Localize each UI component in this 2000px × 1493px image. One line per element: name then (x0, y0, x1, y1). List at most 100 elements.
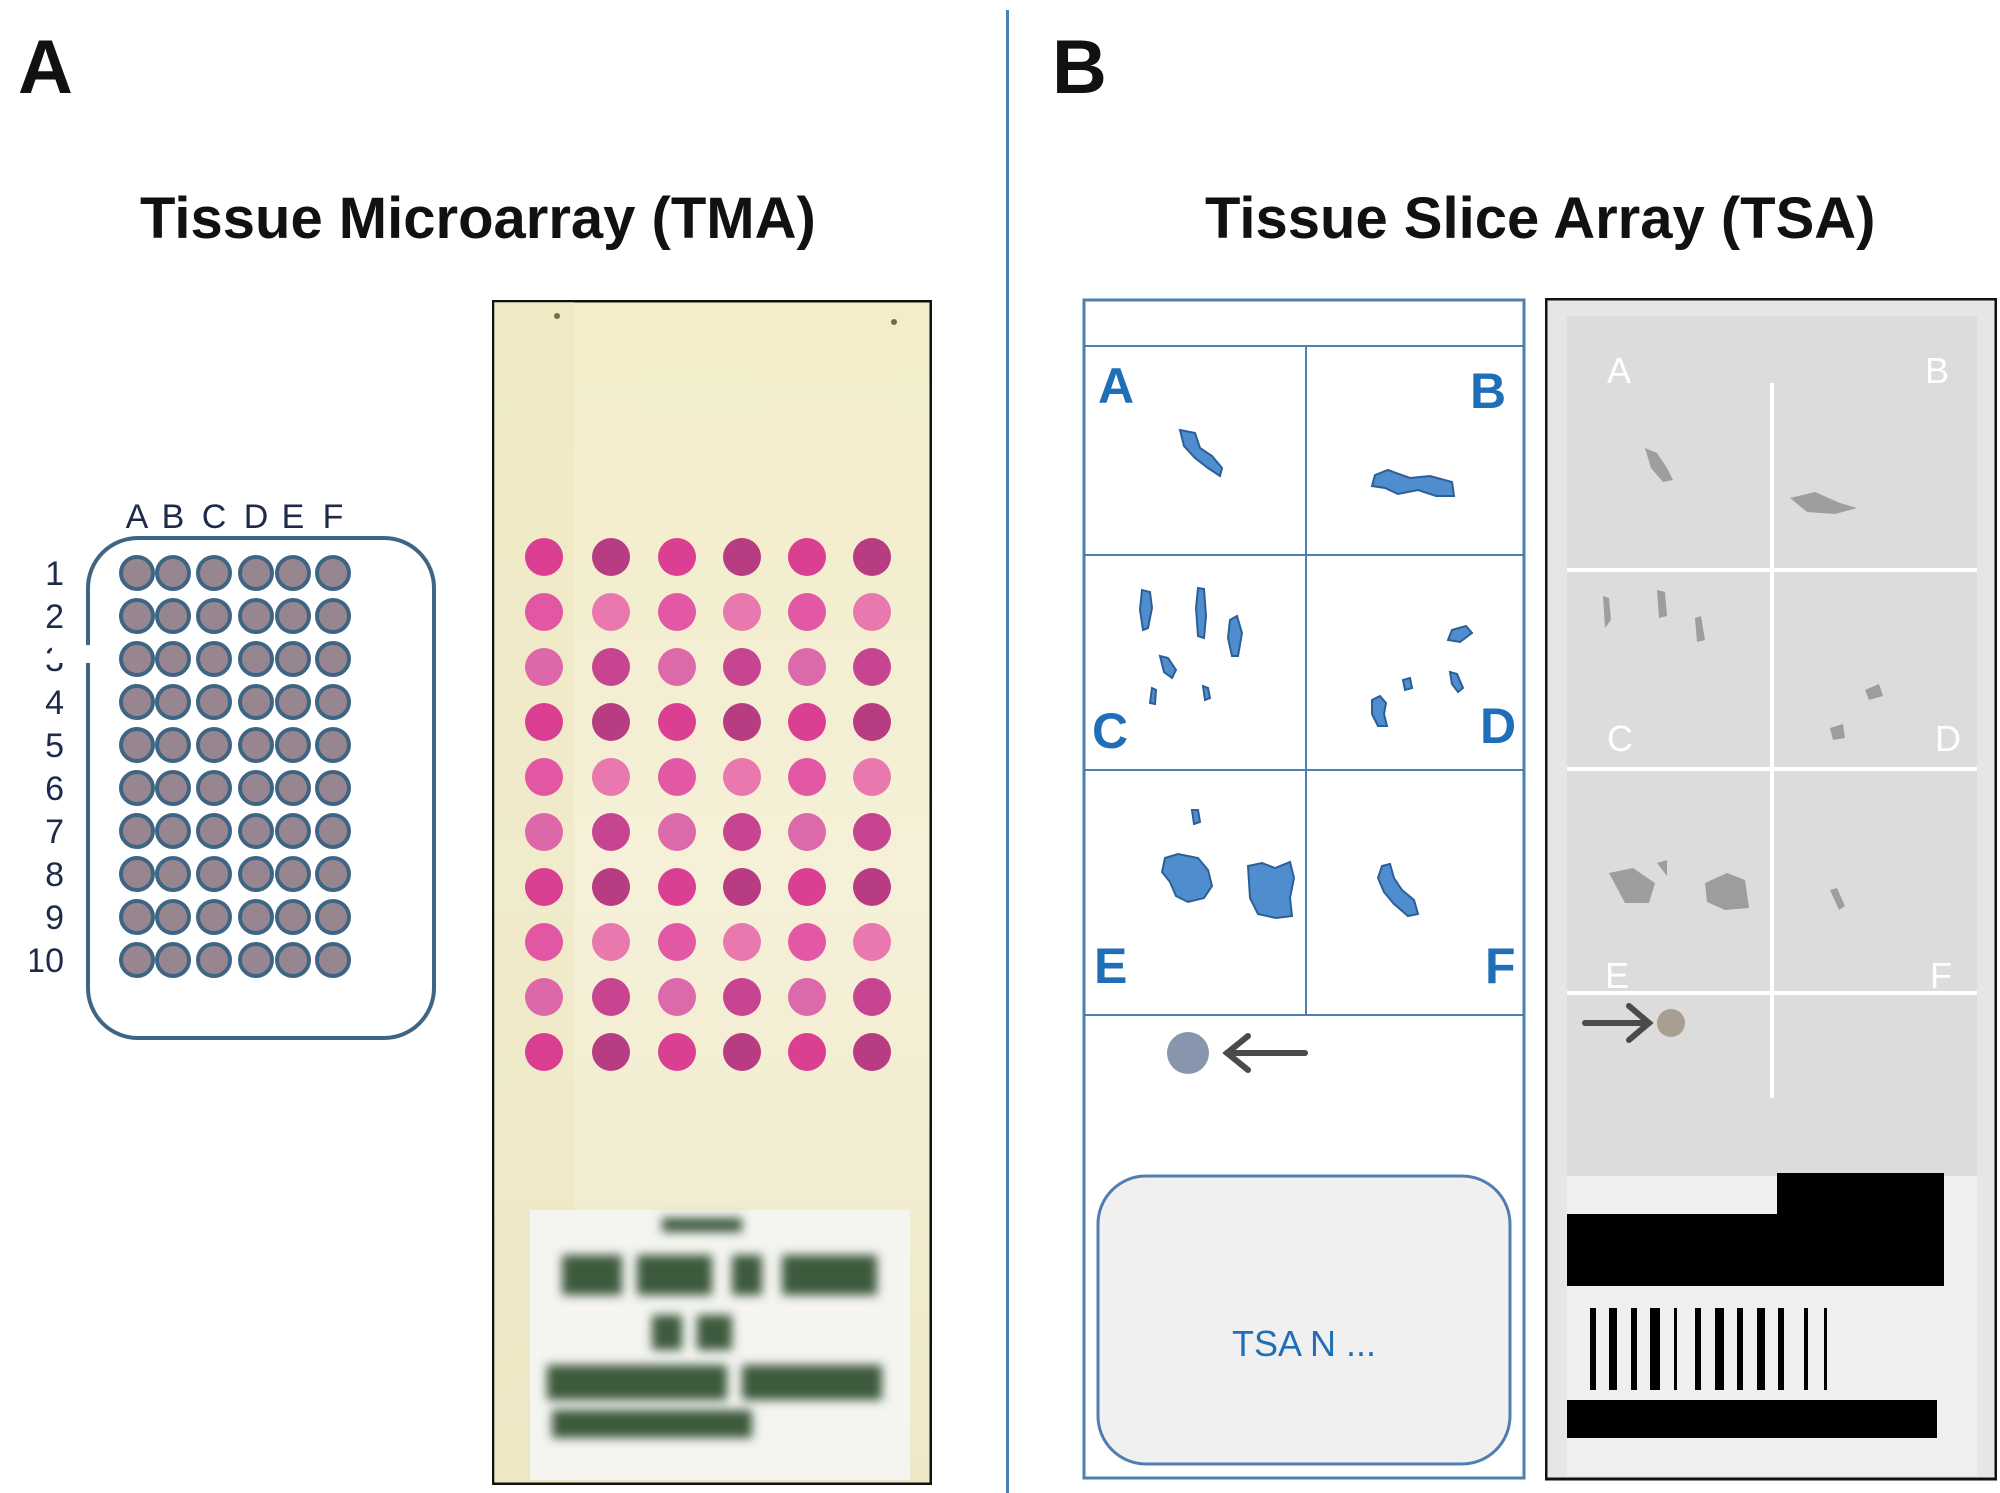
tma-core (196, 684, 232, 720)
tma-core (315, 856, 351, 892)
tma-grid-outline (86, 536, 436, 1040)
tma-photo-core (723, 813, 761, 851)
tma-row-label: 1 (45, 555, 64, 593)
tma-core (238, 727, 274, 763)
tma-core (238, 684, 274, 720)
tma-core (238, 641, 274, 677)
panel-divider (1006, 10, 1009, 1493)
tma-photo-core (723, 923, 761, 961)
tsa-region-label-e: E (1094, 938, 1127, 994)
tma-photo-core (788, 813, 826, 851)
tsa-orientation-dot (1167, 1032, 1209, 1074)
tsa-arrow-icon (1222, 1033, 1308, 1073)
tma-core (119, 727, 155, 763)
tsa-photo-label-d: D (1935, 718, 1961, 759)
tsa-label-area (1096, 1174, 1512, 1466)
panel-a-letter: A (18, 25, 73, 110)
tma-slide-photo (492, 300, 932, 1485)
tma-core (155, 641, 191, 677)
tma-core (275, 641, 311, 677)
tissue-slice-d3 (1448, 670, 1465, 694)
tma-photo-core (788, 1033, 826, 1071)
tma-photo-core (788, 978, 826, 1016)
tma-core (155, 856, 191, 892)
tma-photo-core (592, 758, 630, 796)
tissue-slice-a (1178, 428, 1224, 478)
tma-photo-core (525, 538, 563, 576)
tma-photo-core (592, 538, 630, 576)
tma-core (155, 684, 191, 720)
tma-core (275, 598, 311, 634)
tissue-slice-d1 (1446, 624, 1474, 644)
tma-photo-core (525, 648, 563, 686)
barcode-bar (1609, 1308, 1617, 1390)
tma-core (315, 813, 351, 849)
tma-photo-core (788, 648, 826, 686)
tma-photo-core (853, 648, 891, 686)
tsa-label-text: TSA N ... (1232, 1323, 1376, 1364)
tma-core (119, 641, 155, 677)
barcode-bar (1737, 1308, 1743, 1390)
tissue-slice-c5 (1201, 684, 1212, 702)
tma-column-label: A (126, 498, 149, 536)
barcode-bar (1804, 1308, 1808, 1390)
tsa-photo-label-a: A (1607, 350, 1631, 391)
tma-core (119, 770, 155, 806)
tissue-slice-d2 (1401, 676, 1414, 692)
tma-core (196, 598, 232, 634)
tma-core (238, 598, 274, 634)
tma-photo-core (853, 758, 891, 796)
tma-row-label: 4 (45, 684, 64, 722)
tma-core (275, 770, 311, 806)
barcode-bar (1650, 1308, 1660, 1390)
tma-core (155, 770, 191, 806)
tma-photo-core (853, 813, 891, 851)
tma-core (196, 899, 232, 935)
panel-b-letter: B (1052, 25, 1107, 110)
tma-core (275, 942, 311, 978)
tma-photo-core (658, 1033, 696, 1071)
tma-photo-core (592, 978, 630, 1016)
tma-photo-core (788, 868, 826, 906)
tma-photo-core (723, 978, 761, 1016)
tma-row-label: 5 (45, 727, 64, 765)
barcode-bar (1824, 1308, 1827, 1390)
tma-core (155, 942, 191, 978)
tsa-photo-label-redactions (1567, 1173, 1944, 1438)
panel-b-title: Tissue Slice Array (TSA) (1205, 186, 1876, 251)
tma-core (275, 684, 311, 720)
tma-core (196, 856, 232, 892)
tma-core (155, 899, 191, 935)
tissue-slice-c2 (1194, 586, 1208, 640)
tma-photo-core (592, 648, 630, 686)
tma-photo-core (723, 1033, 761, 1071)
tma-column-label: C (202, 498, 227, 536)
tsa-schematic: A B C D E F TSA N ... (1082, 298, 1526, 1480)
tma-core (315, 770, 351, 806)
tsa-photo-arrow-icon (1582, 1003, 1654, 1043)
tma-row-label: 9 (45, 899, 64, 937)
tma-slide-label (530, 1210, 910, 1480)
tma-photo-core (525, 978, 563, 1016)
tma-photo-core (592, 923, 630, 961)
tma-photo-core (592, 868, 630, 906)
tsa-photo-label-b: B (1925, 350, 1949, 391)
tma-core (238, 942, 274, 978)
tma-row-label: 6 (45, 770, 64, 808)
tma-core (119, 813, 155, 849)
tma-photo-core (525, 923, 563, 961)
tma-photo-core (658, 648, 696, 686)
tma-photo-core (788, 923, 826, 961)
tma-photo-core (723, 868, 761, 906)
tma-row-label: 2 (45, 598, 64, 636)
tma-photo-core (658, 703, 696, 741)
barcode-bar (1778, 1308, 1784, 1390)
tma-column-label: E (282, 498, 305, 536)
tma-photo-core (658, 593, 696, 631)
barcode-bar (1631, 1308, 1637, 1390)
barcode-bar (1757, 1308, 1765, 1390)
tma-photo-core (658, 538, 696, 576)
tma-photo-core (658, 923, 696, 961)
tma-photo-core (525, 813, 563, 851)
tma-core (275, 727, 311, 763)
